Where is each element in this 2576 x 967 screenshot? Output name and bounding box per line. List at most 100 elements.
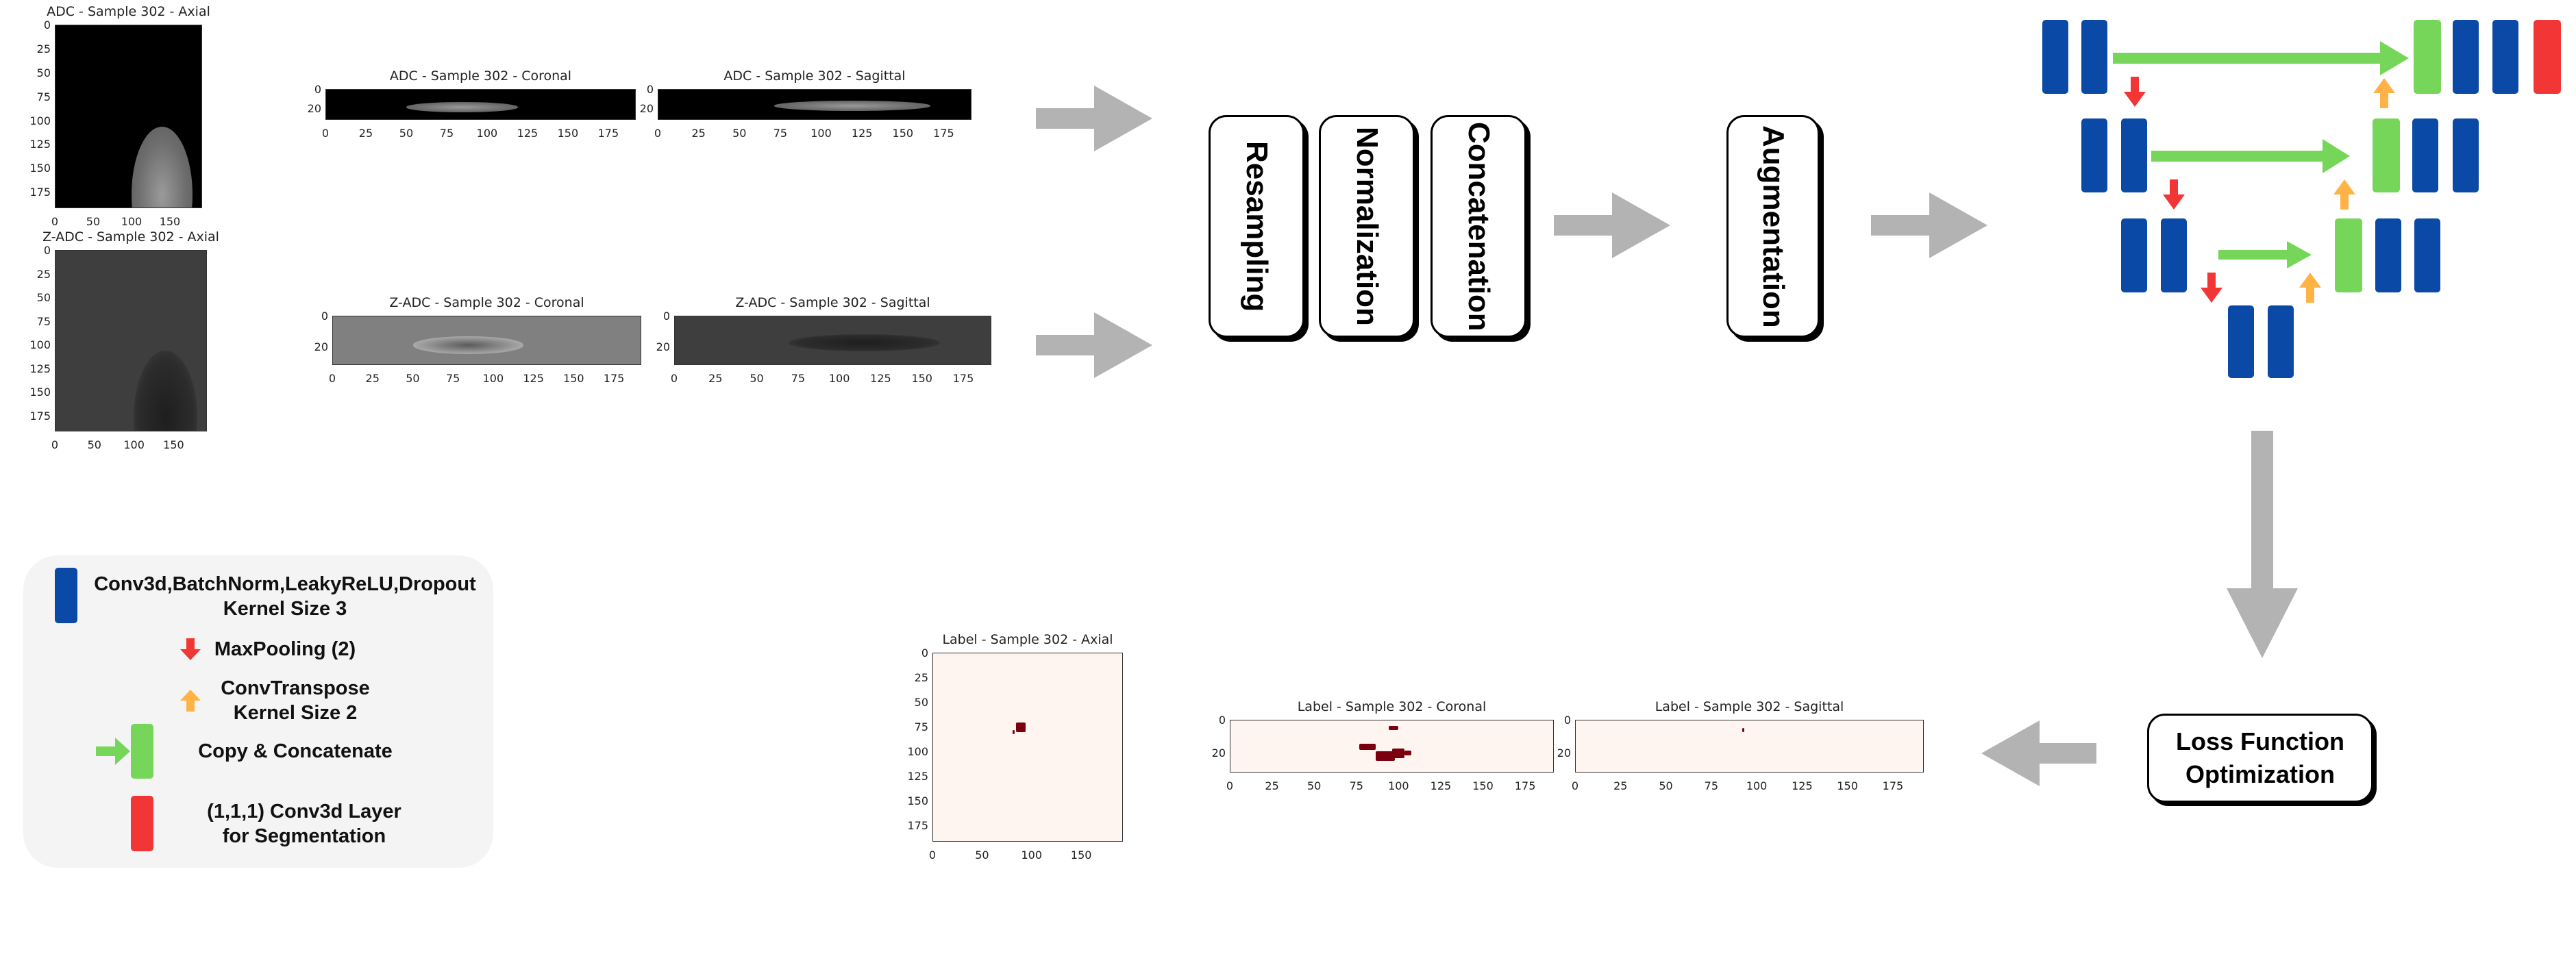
legend-convt-line1: ConvTranspose — [221, 677, 370, 699]
conv-block — [2161, 218, 2187, 292]
x-tick-label: 50 — [406, 372, 420, 385]
x-tick-label: 50 — [975, 849, 989, 862]
x-tick-label: 100 — [828, 372, 850, 385]
y-tick-label: 20 — [307, 102, 321, 116]
x-tick-label: 100 — [810, 127, 832, 140]
x-tick-label: 175 — [1882, 779, 1904, 792]
x-tick-label: 150 — [563, 372, 584, 385]
loss-label: Loss Function — [2176, 727, 2344, 755]
legend-maxpool: MaxPooling (2) — [214, 638, 356, 660]
y-tick-label: 125 — [29, 362, 51, 375]
lesion-mark — [1388, 725, 1398, 730]
x-tick-label: 75 — [439, 127, 454, 140]
conv-block-icon — [55, 568, 77, 623]
plot-image — [658, 89, 971, 120]
brain-slice — [406, 102, 518, 113]
concat-block — [2414, 20, 2441, 94]
arrow-right-icon — [1036, 86, 1152, 151]
arrow-left-icon — [1981, 720, 2096, 786]
conv-block — [2268, 305, 2294, 378]
y-tick-label: 100 — [907, 744, 928, 758]
final-conv-block — [2534, 20, 2561, 94]
y-tick-label: 75 — [914, 720, 928, 733]
y-tick-label: 75 — [36, 90, 51, 103]
x-tick-label: 0 — [1571, 779, 1579, 792]
y-tick-label: 20 — [314, 340, 328, 353]
concat-block — [2335, 218, 2362, 292]
plot-image — [1230, 720, 1554, 773]
step-normalization: Normalization — [1319, 115, 1415, 338]
conv-block — [2121, 218, 2147, 292]
conv-block — [2412, 118, 2438, 192]
x-tick-label: 150 — [1837, 779, 1858, 792]
x-tick-label: 175 — [952, 372, 974, 385]
lesion-mark — [1375, 751, 1396, 761]
lesion-mark — [1021, 728, 1026, 733]
optimization-label: Optimization — [2185, 760, 2335, 788]
conv-block — [2492, 20, 2518, 94]
conv-block — [2414, 218, 2440, 292]
plot-image — [332, 316, 641, 365]
plot-image — [674, 316, 991, 365]
y-tick-label: 20 — [656, 340, 670, 353]
plot-title: Z-ADC - Sample 302 - Axial — [42, 229, 219, 244]
maxpool-arrow-icon — [2124, 77, 2146, 107]
upconv-arrow-icon — [180, 690, 201, 712]
y-tick-label: 20 — [1211, 746, 1226, 760]
legend-final-conv: (1,1,1) Conv3d Layer for Segmentation — [207, 799, 401, 849]
x-tick-label: 100 — [476, 127, 498, 140]
x-tick-label: 25 — [358, 127, 373, 140]
legend: Conv3d,BatchNorm,LeakyReLU,Dropout Kerne… — [23, 555, 493, 868]
step-label: Augmentation — [1757, 125, 1790, 328]
plot-title: ADC - Sample 302 - Axial — [47, 4, 210, 19]
skip-arrow-icon — [2218, 241, 2312, 268]
y-tick-label: 20 — [639, 102, 654, 116]
legend-convt-line2: Kernel Size 2 — [233, 702, 358, 724]
lesion-mark — [1391, 749, 1405, 758]
legend-final-line2: for Segmentation — [222, 825, 386, 847]
step-label: Concatenation — [1462, 121, 1496, 331]
x-tick-label: 50 — [86, 215, 101, 228]
x-tick-label: 0 — [51, 215, 59, 228]
x-tick-label: 0 — [654, 127, 662, 140]
lesion-mark — [1742, 727, 1744, 732]
maxpool-arrow-icon — [180, 638, 201, 660]
lesion-mark — [1404, 750, 1411, 755]
plot-title: ADC - Sample 302 - Sagittal — [723, 68, 906, 84]
y-tick-label: 0 — [1218, 714, 1226, 727]
step-label: Normalization — [1350, 127, 1384, 326]
y-tick-label: 150 — [907, 794, 928, 807]
conv-block — [2081, 20, 2107, 94]
x-tick-label: 150 — [557, 127, 579, 140]
x-tick-label: 0 — [51, 438, 59, 451]
conv-block — [2081, 118, 2107, 192]
conv-block — [2121, 118, 2147, 192]
x-tick-label: 100 — [1388, 779, 1409, 792]
y-tick-label: 125 — [907, 769, 928, 783]
maxpool-arrow-icon — [2201, 273, 2222, 303]
x-tick-label: 150 — [159, 215, 181, 228]
y-tick-label: 0 — [314, 83, 321, 96]
x-tick-label: 0 — [670, 372, 678, 385]
y-tick-label: 50 — [36, 66, 51, 79]
legend-final-line1: (1,1,1) Conv3d Layer — [207, 801, 401, 822]
y-tick-label: 0 — [662, 310, 670, 323]
x-tick-label: 125 — [523, 372, 544, 385]
x-tick-label: 100 — [482, 372, 504, 385]
conv-block — [2042, 20, 2068, 94]
x-tick-label: 50 — [399, 127, 414, 140]
plot-image — [325, 89, 636, 120]
x-tick-label: 150 — [892, 127, 914, 140]
x-tick-label: 150 — [1472, 779, 1494, 792]
x-tick-label: 50 — [1659, 779, 1673, 792]
y-tick-label: 0 — [646, 83, 654, 96]
brain-slice — [412, 336, 524, 354]
conv-block — [2228, 305, 2254, 378]
upconv-arrow-icon — [2299, 273, 2321, 303]
x-tick-label: 125 — [517, 127, 538, 140]
x-tick-label: 100 — [121, 215, 143, 228]
x-tick-label: 50 — [1306, 779, 1322, 792]
x-tick-label: 75 — [773, 127, 788, 140]
y-tick-label: 150 — [29, 386, 51, 399]
legend-conv-line2: Kernel Size 3 — [223, 598, 347, 620]
